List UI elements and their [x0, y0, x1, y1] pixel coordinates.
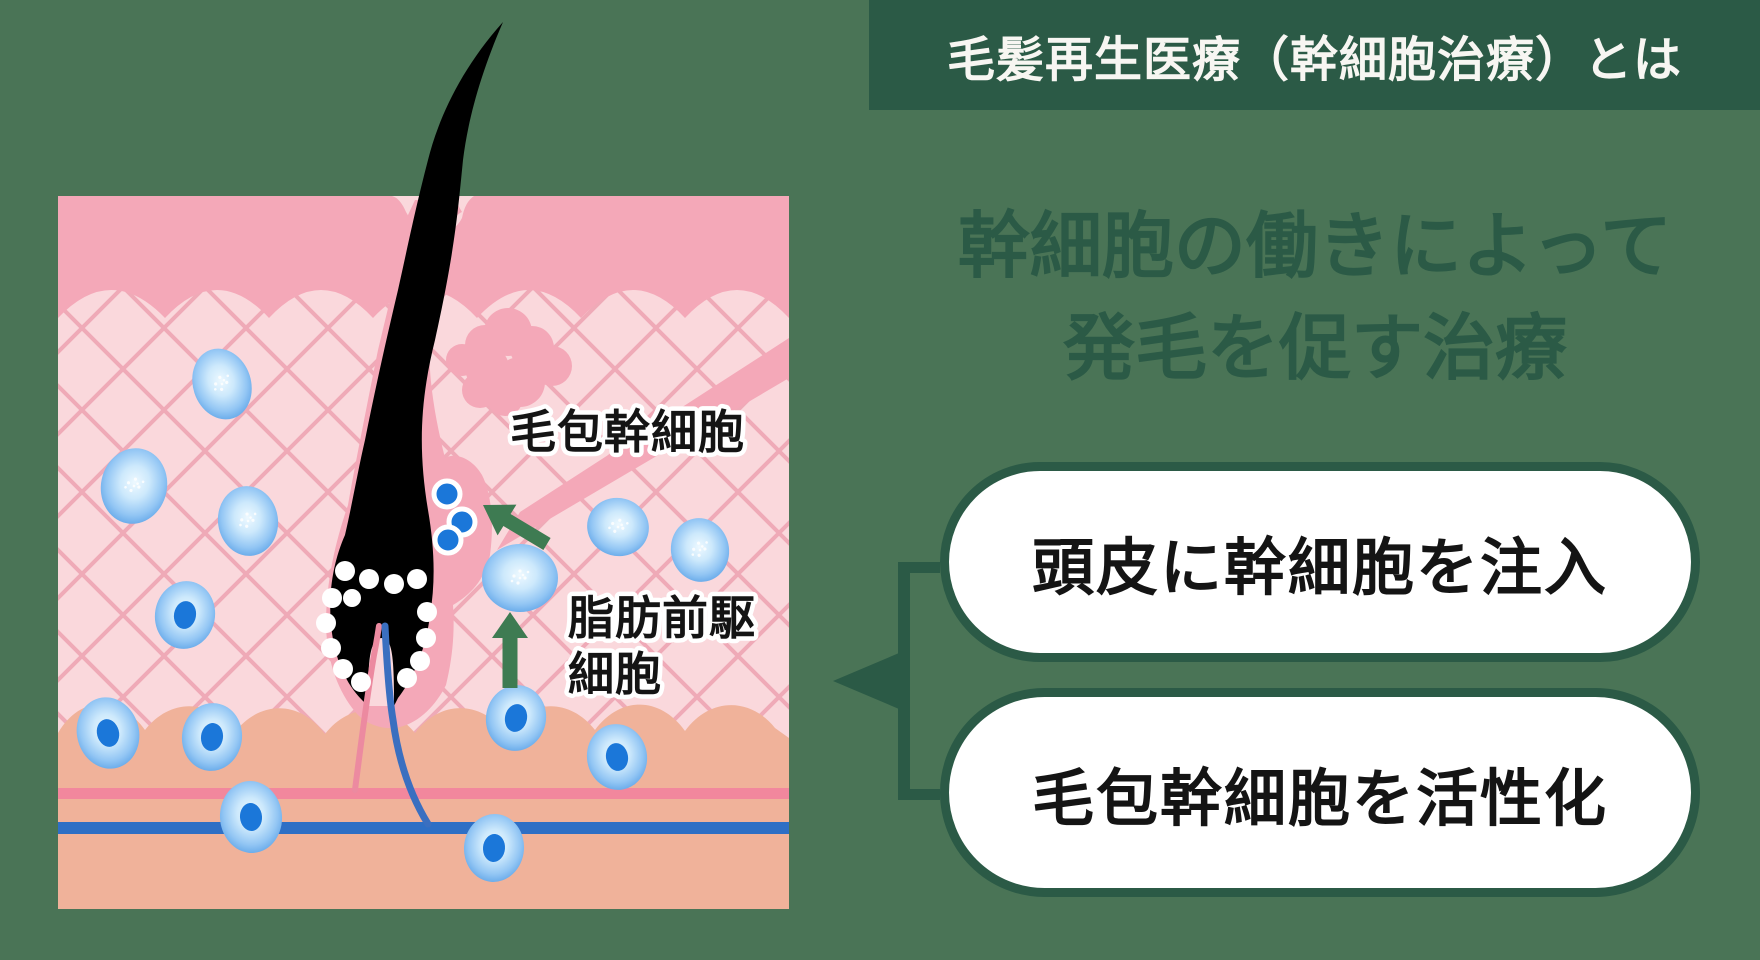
stem-cell-dots	[431, 478, 478, 556]
nucleated-cells	[76, 581, 648, 882]
capillary-blue	[381, 622, 432, 828]
stem-cell-dot-icon	[431, 478, 463, 510]
cell-icon	[219, 781, 283, 853]
cell-icon	[181, 703, 243, 771]
step-pill-activate-label: 毛包幹細胞を活性化	[1031, 765, 1608, 834]
bracket-top-stub	[898, 562, 940, 573]
cell-icon	[192, 348, 252, 420]
cell-icon	[463, 814, 525, 882]
step-pill-inject-label: 頭皮に幹細胞を注入	[1031, 535, 1608, 603]
page-title-line2: 発毛を促す治療	[1062, 309, 1567, 389]
label-follicle-stem-cell: 毛包幹細胞	[510, 406, 745, 458]
label-fat-precursor-line1: 脂肪前駆	[568, 592, 756, 644]
cell-icon	[100, 448, 168, 524]
page-title-line1: 幹細胞の働きによって	[957, 207, 1673, 287]
header-title: 毛髪再生医療（幹細胞治療）とは	[946, 34, 1682, 87]
arrow-left-icon	[833, 653, 899, 709]
arrow-up-icon	[492, 612, 528, 688]
step-pill-activate: 毛包幹細胞を活性化	[940, 688, 1700, 897]
arrow-diagonal-icon	[483, 504, 551, 550]
cell-icon	[154, 581, 216, 649]
cell-icon	[482, 544, 558, 612]
bracket-bottom-stub	[898, 789, 940, 800]
cell-icon	[586, 724, 648, 790]
page-title: 幹細胞の働きによって 発毛を促す治療	[880, 196, 1750, 400]
bracket-vertical-line	[898, 562, 910, 800]
fat-precursor-cells	[100, 348, 730, 612]
stem-cell-dot-icon	[432, 524, 464, 556]
header-bar: 毛髪再生医療（幹細胞治療）とは	[869, 0, 1760, 110]
cell-icon	[217, 486, 279, 556]
skin-cross-section-illustration: 毛包幹細胞 脂肪前駆 細胞	[58, 22, 789, 909]
arrector-pili-muscle	[497, 338, 789, 550]
dermal-papilla-dots	[316, 561, 437, 692]
cell-icon	[485, 685, 547, 751]
step-pill-inject: 頭皮に幹細胞を注入	[940, 462, 1700, 662]
vein-band	[58, 822, 789, 834]
cell-icon	[76, 697, 140, 769]
sebaceous-gland	[446, 308, 572, 416]
label-fat-precursor-line2: 細胞	[568, 648, 662, 700]
hypodermis-layer	[58, 704, 789, 909]
cell-icon	[670, 518, 730, 582]
capillary-pink	[352, 623, 382, 793]
artery-band	[58, 788, 789, 799]
cell-icon	[587, 497, 649, 557]
hair-icon	[330, 22, 503, 706]
